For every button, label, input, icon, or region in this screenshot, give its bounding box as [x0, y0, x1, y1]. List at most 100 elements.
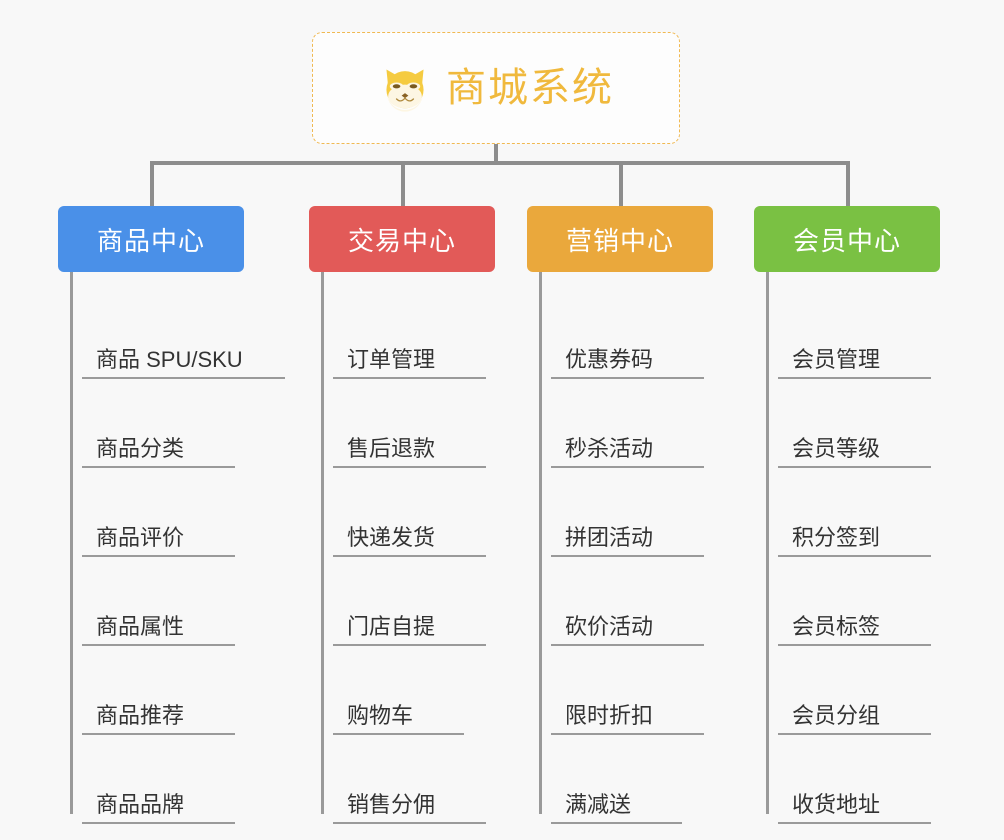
- connector-horizontal-bus: [150, 161, 850, 165]
- leaf-underline: [333, 644, 486, 646]
- leaf-underline: [551, 466, 704, 468]
- leaf-underline: [778, 822, 931, 824]
- leaf-label: 拼团活动: [565, 524, 654, 550]
- leaf-underline: [551, 555, 704, 557]
- leaf-label: 会员标签: [792, 613, 881, 639]
- leaf-label: 商品评价: [96, 524, 185, 550]
- category-box-2[interactable]: 交易中心: [309, 206, 495, 272]
- category-title-2: 交易中心: [347, 225, 456, 256]
- leaf-item[interactable]: 收货地址: [766, 735, 940, 824]
- leaf-item[interactable]: 限时折扣: [539, 646, 713, 735]
- connector-drop-2: [401, 161, 405, 208]
- category-title-3: 营销中心: [565, 225, 674, 256]
- leaf-label: 优惠券码: [565, 346, 654, 372]
- root-node-mall-system[interactable]: 商城系统: [312, 32, 680, 144]
- category-column-1: 商品中心 商品 SPU/SKU 商品分类 商品评价 商品属性 商品推荐: [58, 206, 285, 824]
- leaf-underline: [778, 733, 931, 735]
- connector-root-stub: [494, 144, 498, 164]
- leaf-item[interactable]: 砍价活动: [539, 557, 713, 646]
- leaf-spine-4: [766, 272, 769, 814]
- leaf-underline: [778, 466, 931, 468]
- shiba-dog-face-icon: [386, 69, 424, 112]
- leaf-list-1: 商品 SPU/SKU 商品分类 商品评价 商品属性 商品推荐 商品品牌: [58, 272, 285, 824]
- leaf-label: 购物车: [347, 702, 414, 728]
- leaf-item[interactable]: 优惠券码: [539, 290, 713, 379]
- leaf-label: 销售分佣: [347, 791, 436, 817]
- leaf-label: 砍价活动: [565, 613, 654, 639]
- category-box-1[interactable]: 商品中心: [58, 206, 244, 272]
- leaf-underline: [82, 644, 235, 646]
- leaf-underline: [333, 822, 486, 824]
- leaf-item[interactable]: 商品推荐: [70, 646, 244, 735]
- leaf-item[interactable]: 售后退款: [321, 379, 495, 468]
- leaf-label: 会员管理: [792, 346, 881, 372]
- leaf-item[interactable]: 商品评价: [70, 468, 244, 557]
- leaf-label: 秒杀活动: [565, 435, 654, 461]
- leaf-underline: [551, 822, 682, 824]
- leaf-spine-2: [321, 272, 324, 814]
- leaf-item[interactable]: 拼团活动: [539, 468, 713, 557]
- leaf-item[interactable]: 购物车: [321, 646, 495, 735]
- leaf-label: 收货地址: [792, 791, 881, 817]
- leaf-underline: [778, 555, 931, 557]
- leaf-item[interactable]: 销售分佣: [321, 735, 495, 824]
- leaf-underline: [333, 555, 486, 557]
- leaf-label: 积分签到: [792, 524, 881, 550]
- category-title-4: 会员中心: [792, 225, 901, 256]
- leaf-underline: [778, 377, 931, 379]
- leaf-label: 满减送: [565, 791, 632, 817]
- category-column-4: 会员中心 会员管理 会员等级 积分签到 会员标签 会员分组: [754, 206, 940, 824]
- connector-drop-1: [150, 161, 154, 208]
- category-column-3: 营销中心 优惠券码 秒杀活动 拼团活动 砍价活动 限时折扣: [527, 206, 713, 824]
- leaf-underline: [551, 733, 704, 735]
- leaf-item[interactable]: 会员标签: [766, 557, 940, 646]
- leaf-label: 门店自提: [347, 613, 436, 639]
- leaf-item[interactable]: 快递发货: [321, 468, 495, 557]
- leaf-underline: [82, 733, 235, 735]
- leaf-item[interactable]: 秒杀活动: [539, 379, 713, 468]
- leaf-item[interactable]: 门店自提: [321, 557, 495, 646]
- leaf-item[interactable]: 商品 SPU/SKU: [70, 290, 285, 379]
- leaf-label: 会员分组: [792, 702, 881, 728]
- leaf-underline: [82, 377, 285, 379]
- root-title: 商城系统: [446, 66, 614, 110]
- leaf-spine-1: [70, 272, 73, 814]
- leaf-label: 商品分类: [96, 435, 185, 461]
- leaf-underline: [333, 733, 464, 735]
- connector-drop-4: [846, 161, 850, 208]
- leaf-underline: [82, 555, 235, 557]
- leaf-label: 订单管理: [347, 346, 436, 372]
- leaf-underline: [551, 644, 704, 646]
- leaf-label: 售后退款: [347, 435, 436, 461]
- leaf-label: 会员等级: [792, 435, 881, 461]
- leaf-label: 商品属性: [96, 613, 185, 639]
- leaf-item[interactable]: 会员分组: [766, 646, 940, 735]
- category-column-2: 交易中心 订单管理 售后退款 快递发货 门店自提 购物车: [309, 206, 495, 824]
- leaf-item[interactable]: 商品品牌: [70, 735, 244, 824]
- leaf-underline: [82, 466, 235, 468]
- leaf-label: 限时折扣: [565, 702, 654, 728]
- category-box-3[interactable]: 营销中心: [527, 206, 713, 272]
- leaf-item[interactable]: 满减送: [539, 735, 713, 824]
- leaf-list-3: 优惠券码 秒杀活动 拼团活动 砍价活动 限时折扣 满减送: [527, 272, 713, 824]
- leaf-item[interactable]: 积分签到: [766, 468, 940, 557]
- leaf-label: 商品推荐: [96, 702, 185, 728]
- leaf-list-2: 订单管理 售后退款 快递发货 门店自提 购物车 销售分佣: [309, 272, 495, 824]
- leaf-underline: [778, 644, 931, 646]
- leaf-underline: [551, 377, 704, 379]
- category-title-1: 商品中心: [96, 225, 205, 256]
- leaf-underline: [82, 822, 235, 824]
- leaf-item[interactable]: 会员管理: [766, 290, 940, 379]
- leaf-label: 快递发货: [347, 524, 436, 550]
- leaf-item[interactable]: 会员等级: [766, 379, 940, 468]
- category-box-4[interactable]: 会员中心: [754, 206, 940, 272]
- leaf-list-4: 会员管理 会员等级 积分签到 会员标签 会员分组 收货地址: [754, 272, 940, 824]
- leaf-item[interactable]: 商品分类: [70, 379, 244, 468]
- leaf-label: 商品 SPU/SKU: [96, 346, 243, 372]
- leaf-label: 商品品牌: [96, 791, 185, 817]
- leaf-underline: [333, 377, 486, 379]
- leaf-item[interactable]: 订单管理: [321, 290, 495, 379]
- connector-drop-3: [619, 161, 623, 208]
- leaf-item[interactable]: 商品属性: [70, 557, 244, 646]
